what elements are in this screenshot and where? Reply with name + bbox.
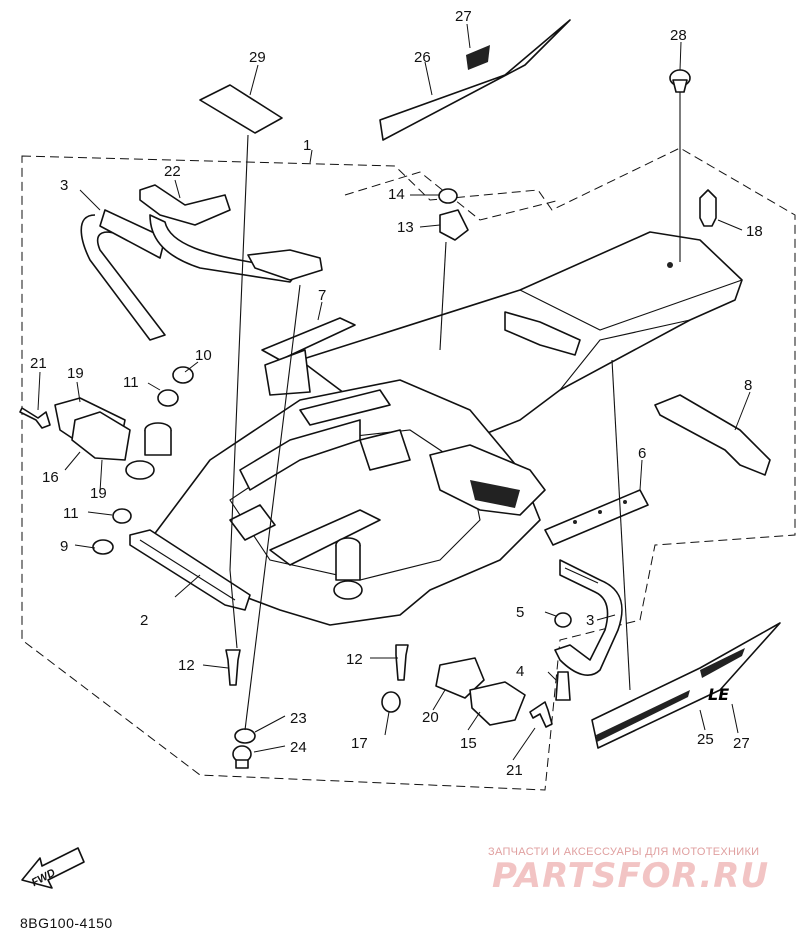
- callout-3-right: 3: [586, 612, 594, 629]
- part-3-rail-right: [554, 559, 623, 676]
- callout-9: 9: [60, 538, 68, 555]
- callout-13: 13: [397, 219, 414, 236]
- part-6-bracket: [544, 489, 649, 546]
- callout-12-left: 12: [178, 657, 195, 674]
- callout-25: 25: [697, 731, 714, 748]
- callout-1: 1: [303, 137, 311, 154]
- decal-text: LE: [708, 685, 729, 704]
- callout-3-left: 3: [60, 177, 68, 194]
- callout-8: 8: [744, 377, 752, 394]
- reference-code: 8BG100-4150: [20, 915, 113, 931]
- callout-11-lower: 11: [63, 505, 79, 522]
- part-8-bracket: [654, 394, 771, 476]
- part-2-crossbar: [129, 529, 251, 611]
- callout-24: 24: [290, 739, 307, 756]
- watermark-tagline: ЗАПЧАСТИ И АКСЕССУАРЫ ДЛЯ МОТОТЕХНИКИ: [488, 846, 760, 858]
- callout-17: 17: [351, 735, 368, 752]
- part-25-decal: LE: [591, 622, 781, 749]
- callout-29: 29: [249, 49, 266, 66]
- callout-14: 14: [388, 186, 405, 203]
- part-22-footrest: [139, 184, 323, 283]
- callout-7: 7: [318, 287, 326, 304]
- callout-2: 2: [140, 612, 148, 629]
- callout-28: 28: [670, 27, 687, 44]
- leader-lines: [37, 23, 751, 761]
- callout-15: 15: [460, 735, 477, 752]
- part-7-bracket: [261, 317, 356, 396]
- callout-6: 6: [638, 445, 646, 462]
- callout-21-left: 21: [30, 355, 47, 372]
- watermark-logo: PARTSFOR.RU: [492, 856, 770, 896]
- callout-18: 18: [746, 223, 763, 240]
- fasteners: [19, 69, 717, 769]
- callout-27-bottom: 27: [733, 735, 750, 752]
- callout-4: 4: [516, 663, 524, 680]
- callout-23: 23: [290, 710, 307, 727]
- frame-main: [149, 231, 743, 626]
- part-3-rail-left: [80, 209, 166, 341]
- callout-19-upper: 19: [67, 365, 84, 382]
- callout-27-top: 27: [455, 8, 472, 25]
- callout-16: 16: [42, 469, 59, 486]
- callout-21-right: 21: [506, 762, 523, 779]
- callout-labels: 1 2 3 3 4 5 6 7 8 9 10 11 11 12 12 13 14…: [30, 8, 763, 779]
- part-29-pad: [199, 84, 283, 134]
- pivot-mounts: [125, 422, 363, 600]
- forward-arrow-icon: [21, 847, 85, 889]
- callout-19-lower: 19: [90, 485, 107, 502]
- callout-12-right: 12: [346, 651, 363, 668]
- callout-11-upper: 11: [123, 374, 139, 391]
- callout-22: 22: [164, 163, 181, 180]
- callout-5: 5: [516, 604, 524, 621]
- callout-26: 26: [414, 49, 431, 66]
- callout-20: 20: [422, 709, 439, 726]
- callout-10: 10: [195, 347, 212, 364]
- part-26-decal: [379, 19, 571, 141]
